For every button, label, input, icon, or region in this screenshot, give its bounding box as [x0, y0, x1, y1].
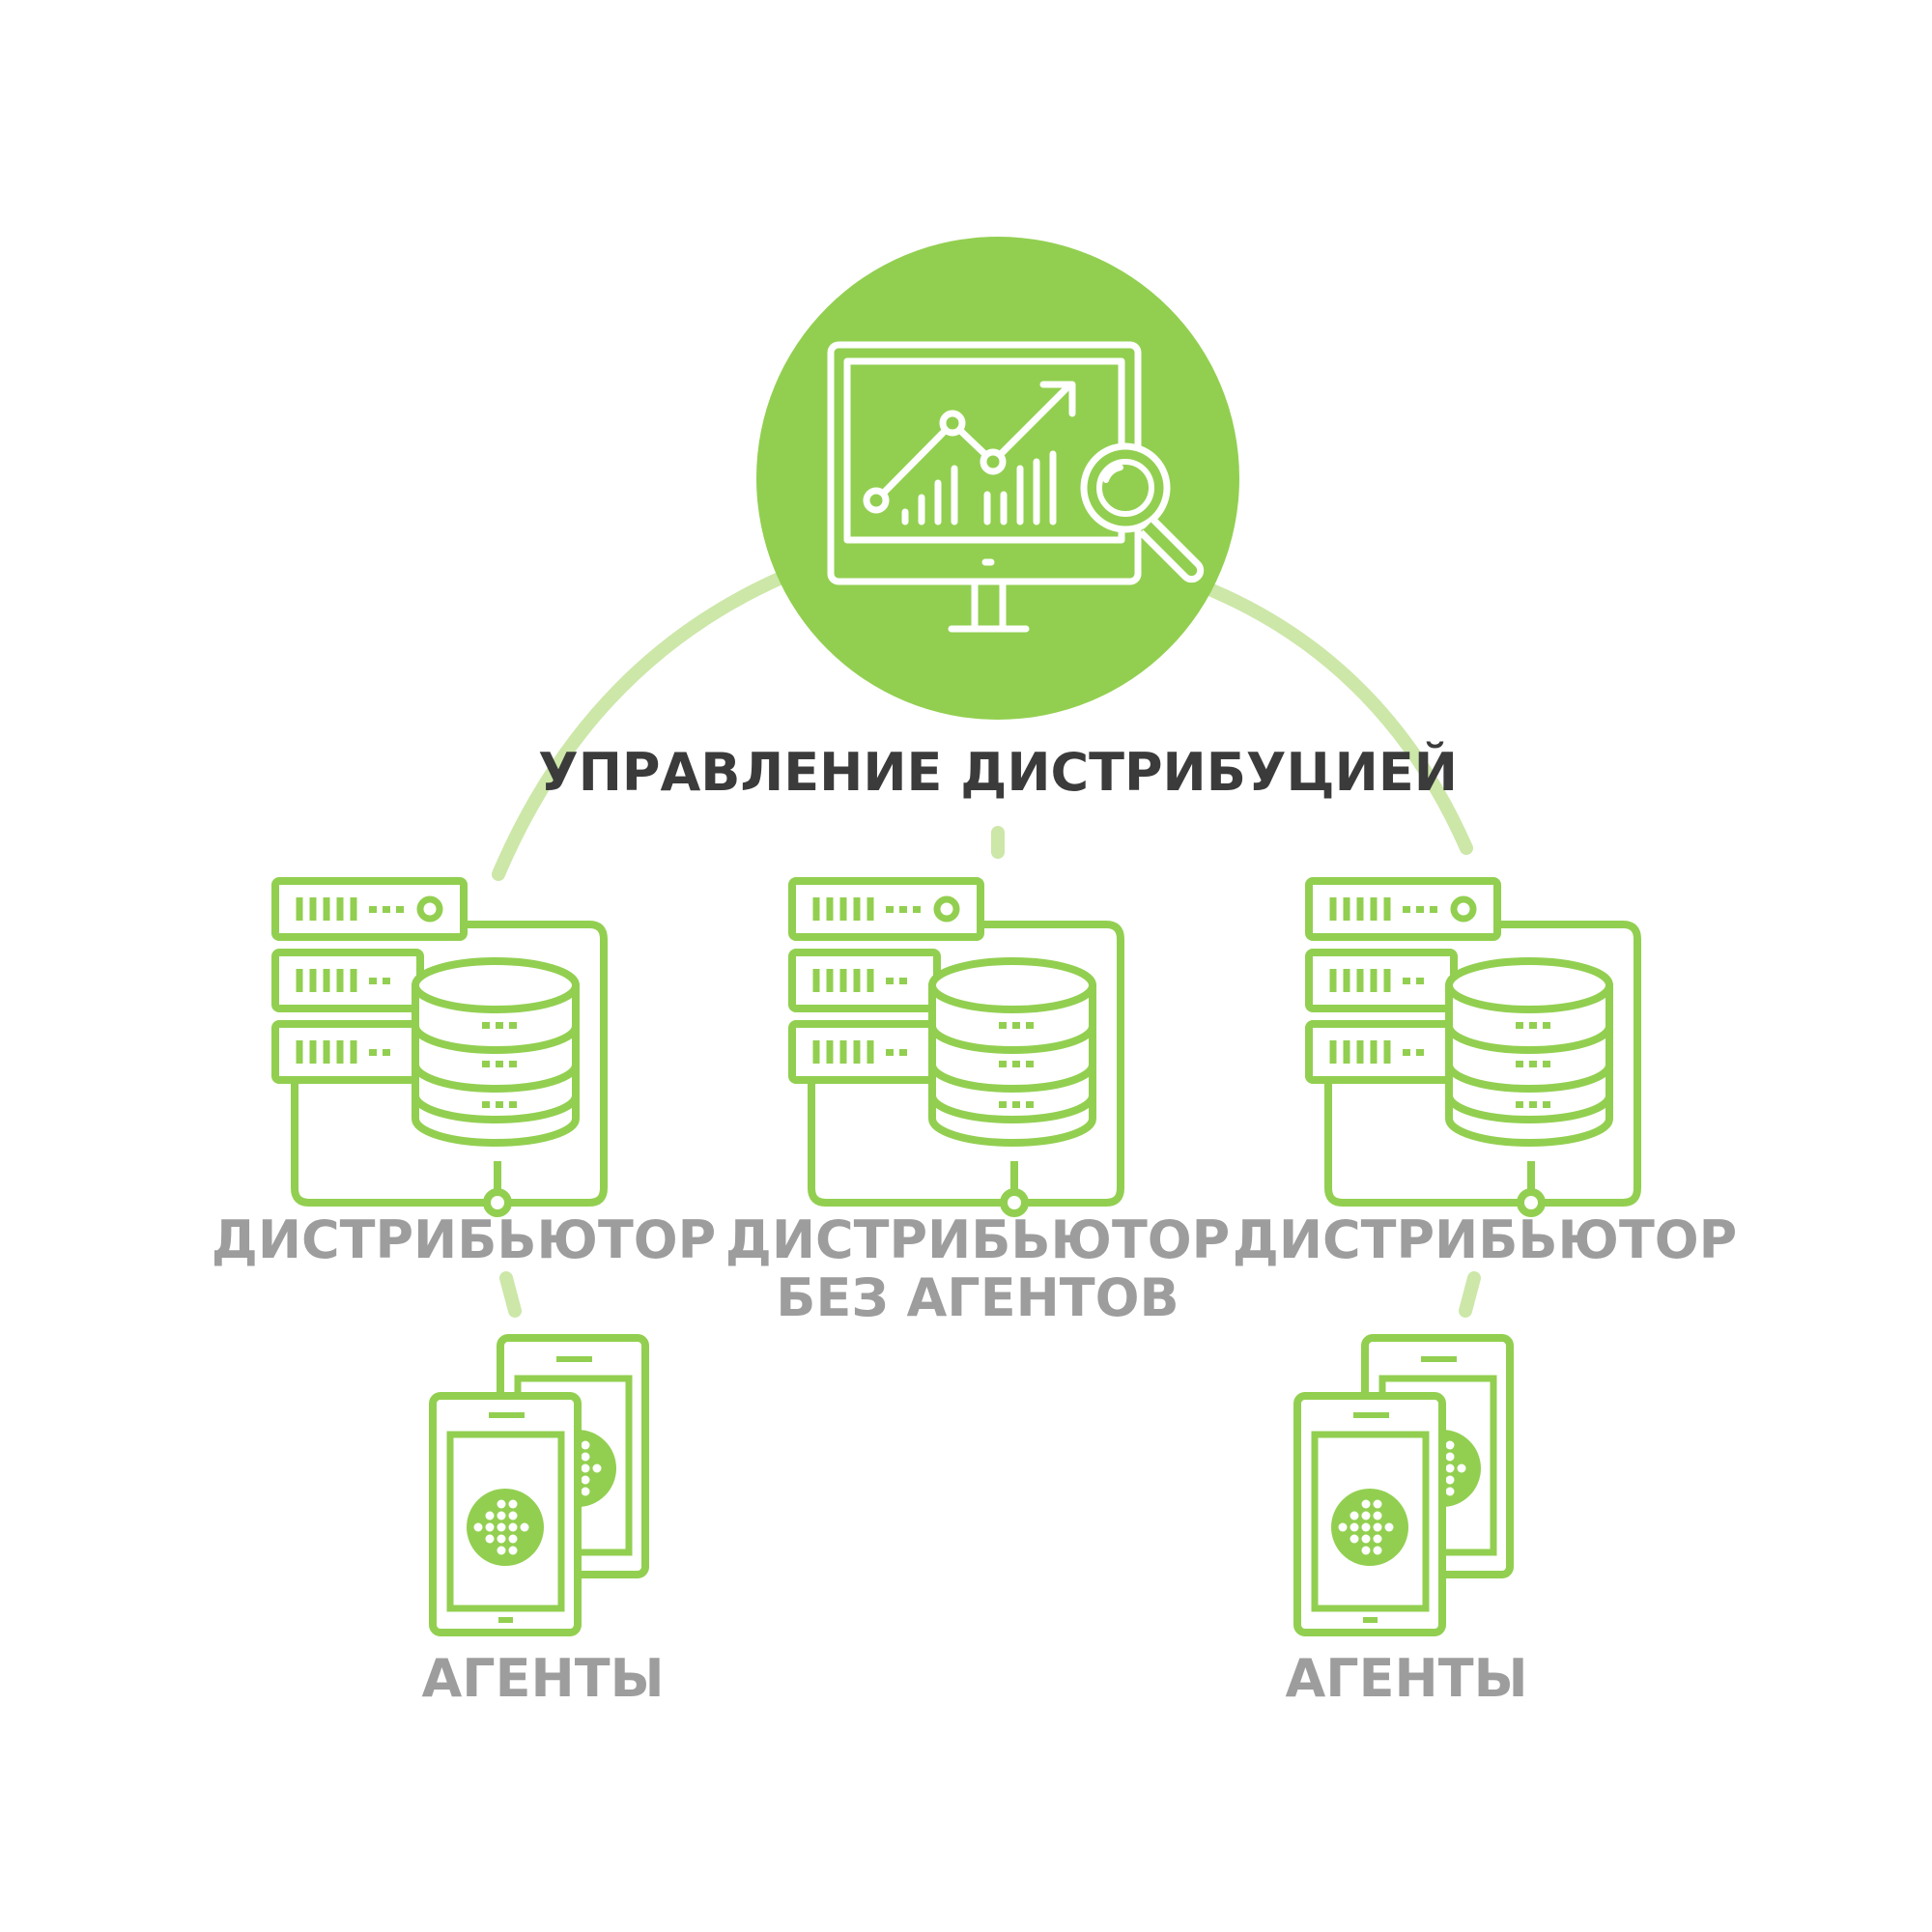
- server-database-icon-right: [1309, 881, 1637, 1213]
- right-agents-connector: [1459, 1271, 1481, 1318]
- arc-right-connector: [1186, 576, 1473, 855]
- tablet-devices-icon-left: [433, 1338, 645, 1633]
- arc-left-connector: [492, 552, 838, 881]
- connector-lines: [492, 552, 1481, 1318]
- center-distributor-label: ДИСТРИБЬЮТОР: [725, 1209, 1231, 1270]
- left-distributor-label: ДИСТРИБЬЮТОР: [212, 1209, 717, 1270]
- hub-node: [756, 237, 1239, 720]
- server-database-icon-left: [275, 881, 604, 1213]
- magnifier-icon: [1080, 442, 1205, 583]
- server-database-icon-center: [792, 881, 1121, 1213]
- right-agents-label: АГЕНТЫ: [1285, 1648, 1527, 1709]
- left-agents-connector: [499, 1271, 522, 1318]
- hub-circle: [756, 237, 1239, 720]
- left-agents-label: АГЕНТЫ: [421, 1648, 664, 1709]
- center-distributor-sublabel: БЕЗ АГЕНТОВ: [776, 1267, 1179, 1328]
- right-distributor-label: ДИСТРИБЬЮТОР: [1233, 1209, 1738, 1270]
- tablet-devices-icon-right: [1297, 1338, 1510, 1633]
- hub-title: УПРАВЛЕНИЕ ДИСТРИБУЦИЕЙ: [538, 742, 1458, 803]
